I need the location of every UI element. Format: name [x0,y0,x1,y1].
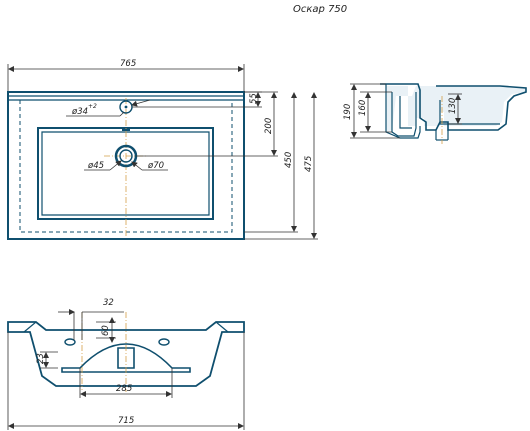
bowl-outline [37,127,214,220]
label-60: 60 [101,325,111,336]
mount-hole-left [64,338,76,346]
side-outer-contour [380,83,527,131]
dimension-190: 190 [343,83,400,139]
overflow-slot [122,129,130,131]
dimension-32: 32 [58,298,124,340]
side-view: 190 160 130 [343,83,527,144]
label-285: 285 [116,384,132,394]
top-view: 765 ø34 +2 ø45 ø70 [7,59,318,240]
label-drain-large: ø70 [147,161,164,171]
dimension-160: 160 [358,91,392,133]
dimension-60: 60 [96,317,116,343]
dimension-715: 715 [7,332,245,430]
dimension-130: 130 [448,93,462,125]
label-715: 715 [118,416,134,426]
front-outline [7,321,245,387]
label-23: 23 [36,353,46,364]
dimension-450: 450 [244,92,298,233]
label-drain-small: ø45 [87,161,104,171]
drain-inner-icon [119,149,133,163]
dimension-23: 23 [36,351,58,369]
front-view: 32 60 23 285 715 [7,298,245,430]
label-tap-hole: ø34 [71,107,88,117]
label-190: 190 [343,104,353,120]
label-tap-hole-tolerance: +2 [88,103,97,110]
label-475: 475 [304,156,314,172]
dimension-width-765: 765 [7,59,245,92]
drawing-title: Оскар 750 [293,4,347,15]
front-bowl [61,343,191,373]
mount-hole-right [158,338,170,346]
label-200: 200 [264,118,274,134]
label-130: 130 [448,98,458,114]
front-drain [117,347,135,369]
label-450: 450 [284,152,294,168]
dimension-475: 475 [244,92,318,240]
dimension-200: 200 [136,91,278,157]
label-160: 160 [358,100,368,116]
dimension-285: 285 [79,368,173,398]
label-55: 55 [249,93,259,104]
label-width: 765 [120,59,136,69]
label-32: 32 [103,298,114,308]
